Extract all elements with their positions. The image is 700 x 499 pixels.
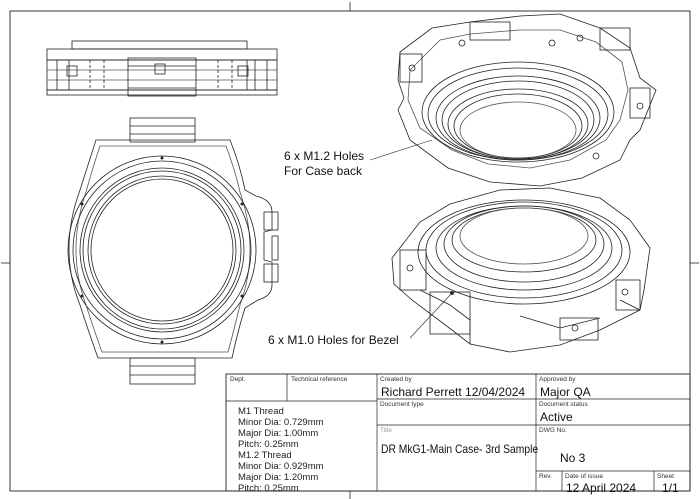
thread-spec-line: Major Dia: 1.20mm [238, 472, 319, 483]
isometric-view-top [397, 13, 657, 187]
created-by-value: Richard Perrett 12/04/2024 [381, 385, 526, 399]
title-label: Title [380, 427, 393, 434]
approved-by-label: Approved by [539, 376, 576, 383]
title-block-frame [225, 373, 691, 492]
document-type-label: Document type [380, 401, 424, 408]
document-status-value: Active [540, 410, 573, 424]
dwg-no-value: No 3 [560, 451, 586, 465]
date-of-issue-label: Date of issue [565, 473, 603, 480]
thread-spec-line: Minor Dia: 0.729mm [238, 417, 324, 428]
sheet-value: 1/1 [662, 481, 679, 495]
dwg-no-label: DWG No. [539, 427, 567, 434]
thread-spec-list: M1 Thread Minor Dia: 0.729mm Major Dia: … [238, 406, 373, 494]
front-view [67, 117, 279, 385]
technical-reference-label: Technical reference [291, 376, 348, 383]
bezel-holes-note: 6 x M1.0 Holes for Bezel [268, 333, 399, 347]
drawing-title: DR MkG1-Main Case- 3rd Sample [381, 442, 539, 456]
isometric-view-bottom [391, 187, 651, 353]
thread-spec-line: M1 Thread [238, 406, 284, 417]
thread-spec-line: Pitch: 0.25mm [238, 439, 299, 450]
leader-lines [369, 139, 453, 339]
rev-label: Rev. [539, 473, 552, 480]
date-of-issue-value: 12 April 2024 [566, 481, 637, 495]
thread-spec-line: Pitch: 0.25mm [238, 483, 299, 494]
thread-spec-line: Minor Dia: 0.929mm [238, 461, 324, 472]
sheet-label: Sheet [657, 473, 674, 480]
dept-label: Dept. [230, 376, 246, 383]
side-elevation-view [46, 40, 278, 97]
approved-by-value: Major QA [540, 385, 591, 399]
case-back-holes-note-line2: For Case back [284, 164, 363, 178]
created-by-label: Created by [380, 376, 412, 383]
document-status-label: Document status [539, 401, 588, 408]
thread-spec-line: M1.2 Thread [238, 450, 292, 461]
thread-spec-line: Major Dia: 1.00mm [238, 428, 319, 439]
case-back-holes-note-line1: 6 x M1.2 Holes [284, 149, 365, 163]
